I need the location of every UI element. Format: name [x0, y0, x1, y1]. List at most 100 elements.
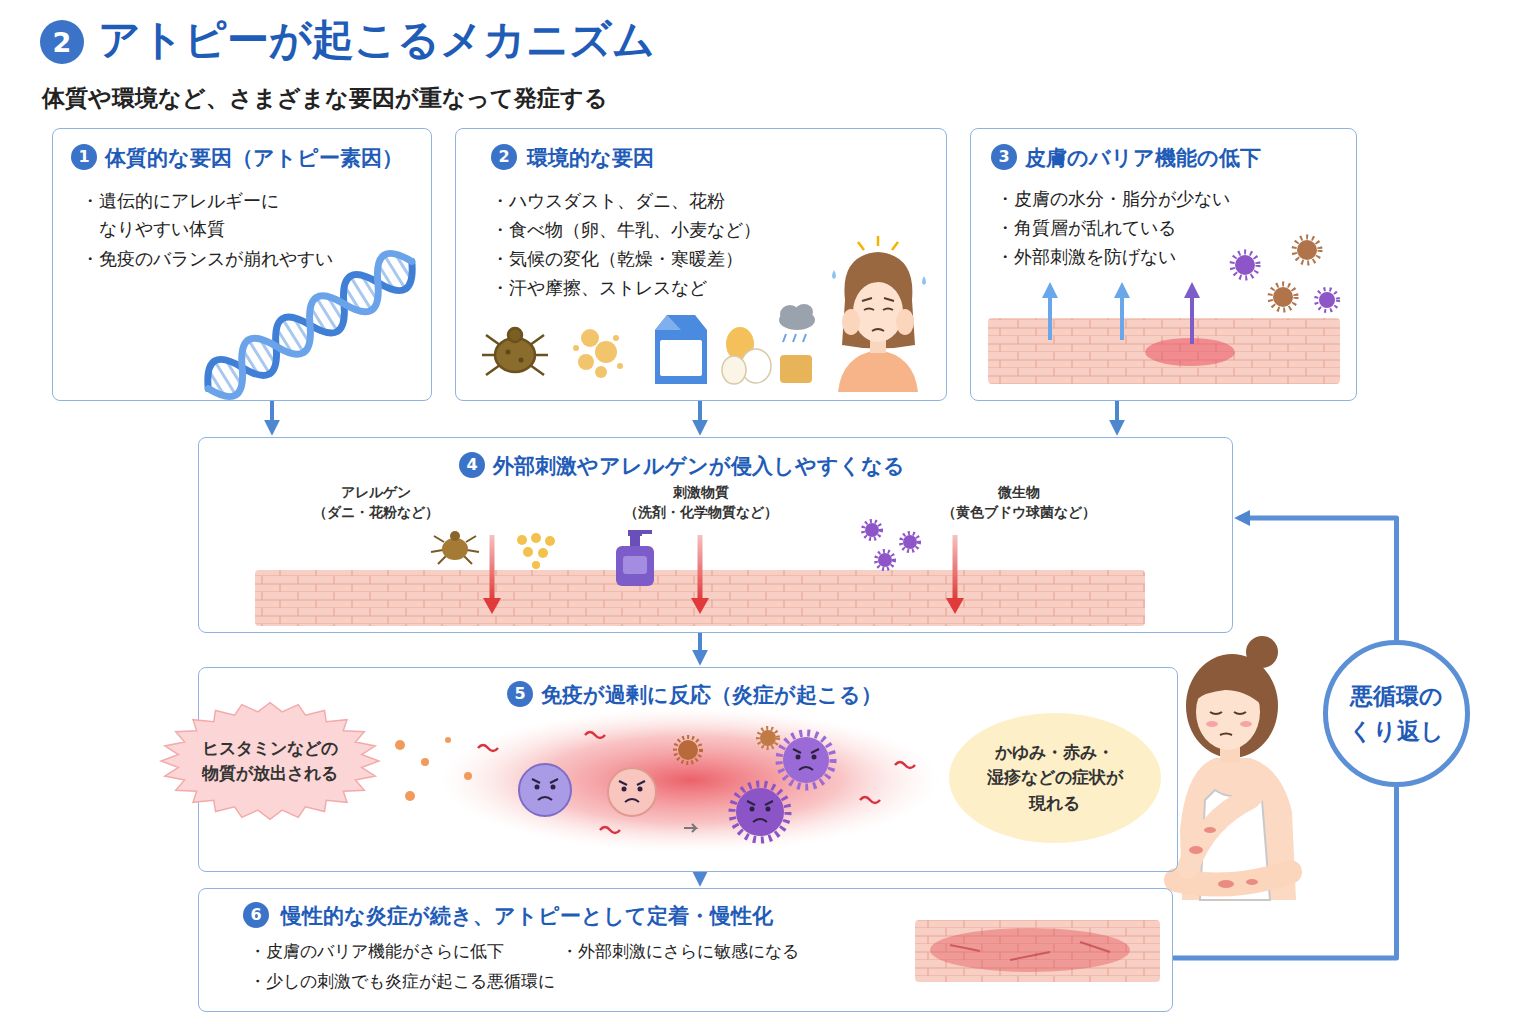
starburst-outline: [161, 703, 379, 820]
skin-layer-illustration: [442, 538, 468, 560]
itchy-woman-figure: [1246, 879, 1258, 885]
pollen-icon: [613, 335, 619, 341]
subtitle: 体質や環境など、さまざまな要因が重なって発症する: [42, 82, 608, 114]
skin-barrier-illustration: [1294, 237, 1320, 263]
inflammation-illustration: [551, 785, 556, 790]
skin-layer-illustration: [532, 561, 540, 569]
inflammation-illustration: [783, 737, 829, 783]
inflammation-illustration: [585, 732, 605, 738]
skin-barrier-illustration: [1120, 294, 1124, 340]
sub-label: 微生物: [998, 483, 1040, 502]
skin-layer-illustration: [903, 535, 917, 549]
symptom-bubble: かゆみ・赤み・ 湿疹などの症状が 現れる: [949, 713, 1161, 843]
worried-woman-figure: [858, 236, 898, 250]
sub-label: （黄色ブドウ球菌など）: [942, 503, 1096, 522]
mite-icon: [519, 358, 524, 363]
callout-number-text: 3: [998, 149, 1009, 165]
inflammation-illustration: [760, 730, 776, 746]
callout-number: 2: [491, 144, 517, 170]
inflammation-illustration: [405, 791, 415, 801]
callout-number-text: 6: [250, 907, 261, 923]
skin-layer-illustration: [691, 598, 709, 614]
box-heading: 慢性的な炎症が続き、アトピーとして定着・慢性化: [281, 900, 773, 933]
itchy-woman-figure: [1188, 798, 1250, 868]
itchy-woman-figure: [1189, 846, 1203, 854]
factor-box: 環境的な要因・ハウスダスト、ダニ、花粉・食べ物（卵、牛乳、小麦など）・気候の変化…: [455, 128, 947, 401]
inflammation-illustration: [440, 708, 940, 852]
inflammation-illustration: [608, 768, 656, 816]
skin-barrier-illustration: [1316, 289, 1338, 311]
rain-cloud-icon: [795, 304, 813, 320]
itchy-woman-figure: [1206, 721, 1218, 727]
itchy-woman-figure: [1246, 636, 1278, 668]
skin-layer-illustration: [878, 553, 892, 567]
box-heading: 体質的な要因（アトピー素因）: [105, 142, 403, 175]
worried-woman-figure: [842, 252, 915, 349]
skin-layer-illustration: [545, 536, 555, 546]
process-box: 免疫が過剰に反応（炎症が起こる） 5 ヒスタミンなどの 物質が放出される かゆみ・赤み…: [198, 667, 1178, 872]
sub-label: アレルゲン: [341, 483, 411, 502]
inflammation-illustration: [622, 787, 627, 792]
skin-barrier-illustration: [1048, 294, 1052, 340]
skin-layer-illustration: [698, 535, 703, 600]
cycle-arrow: [1239, 518, 1397, 640]
pollen-icon: [573, 329, 623, 378]
skin-barrier-illustration: [1270, 284, 1296, 310]
box-heading: 環境的な要因: [527, 142, 654, 175]
skin-layer-illustration: [523, 547, 533, 557]
inflammation-illustration: [895, 762, 915, 768]
food-icon: [722, 327, 812, 384]
pollen-icon: [581, 329, 599, 347]
inflammation-illustration: [421, 758, 429, 766]
itchy-woman-figure: [1240, 786, 1264, 806]
bullet-text: ・汗や摩擦、ストレスなど: [491, 274, 707, 302]
worried-woman-figure: [832, 236, 926, 392]
skin-layer-illustration: [538, 548, 548, 558]
milk-carton-icon: [660, 340, 702, 376]
box-heading: 外部刺激やアレルゲンが侵入しやすくなる: [493, 450, 905, 483]
box-heading: 免疫が過剰に反応（炎症が起こる）: [541, 679, 882, 712]
food-icon: [780, 355, 812, 383]
rain-cloud-icon: [779, 304, 815, 342]
bullet-text: ・外部刺激にさらに敏感になる: [561, 938, 799, 964]
callout-number: 4: [459, 452, 485, 478]
chronic-skin-illustration: [915, 920, 1160, 982]
skin-barrier-illustration: [988, 318, 1340, 384]
mite-icon: [508, 328, 522, 342]
inflammation-illustration: [395, 737, 472, 801]
skin-layer-illustration: [255, 521, 1145, 626]
skin-layer-illustration: [623, 556, 647, 574]
process-box: 外部刺激やアレルゲンが侵入しやすくなるアレルゲン（ダニ・花粉など）刺激物質（洗剤…: [198, 437, 1233, 633]
sub-label: （洗剤・化学物質など）: [624, 503, 778, 522]
worried-woman-figure: [842, 309, 860, 335]
mite-icon: [482, 328, 548, 375]
sub-label: （ダニ・花粉など）: [313, 503, 439, 522]
skin-layer-illustration: [628, 530, 642, 536]
process-box: 慢性的な炎症が続き、アトピーとして定着・慢性化・皮膚のバリア機能がさらに低下・外…: [198, 888, 1173, 1012]
inflammation-illustration: [736, 788, 784, 836]
inflammation-illustration: [675, 737, 701, 763]
inflammation-illustration: [478, 732, 915, 833]
flow-arrow: [698, 633, 702, 661]
skin-barrier-illustration: [1297, 240, 1317, 260]
skin-layer-illustration: [517, 535, 527, 545]
callout-number-text: 4: [466, 457, 477, 473]
skin-layer-illustration: [865, 523, 879, 537]
itchy-woman-figure: [1204, 827, 1216, 833]
bullet-text: ・外部刺激を防げない: [996, 243, 1176, 271]
food-icon: [722, 356, 746, 384]
inflammation-illustration: [600, 827, 620, 833]
callout-number-text: 5: [514, 686, 525, 702]
box-heading: 皮膚のバリア機能の低下: [1025, 142, 1261, 175]
callout-text: ヒスタミンなどの 物質が放出される: [200, 736, 339, 787]
inflammation-illustration: [860, 797, 880, 803]
skin-layer-illustration: [863, 521, 881, 539]
worried-woman-figure: [853, 282, 903, 342]
worried-woman-figure: [896, 309, 914, 335]
bullet-text: ・ハウスダスト、ダニ、花粉: [491, 187, 725, 215]
cycle-circle: 悪循環の くり返し: [1323, 640, 1470, 787]
skin-layer-illustration: [517, 533, 555, 569]
inflammation-illustration: [395, 708, 940, 852]
flow-arrow: [270, 401, 274, 431]
